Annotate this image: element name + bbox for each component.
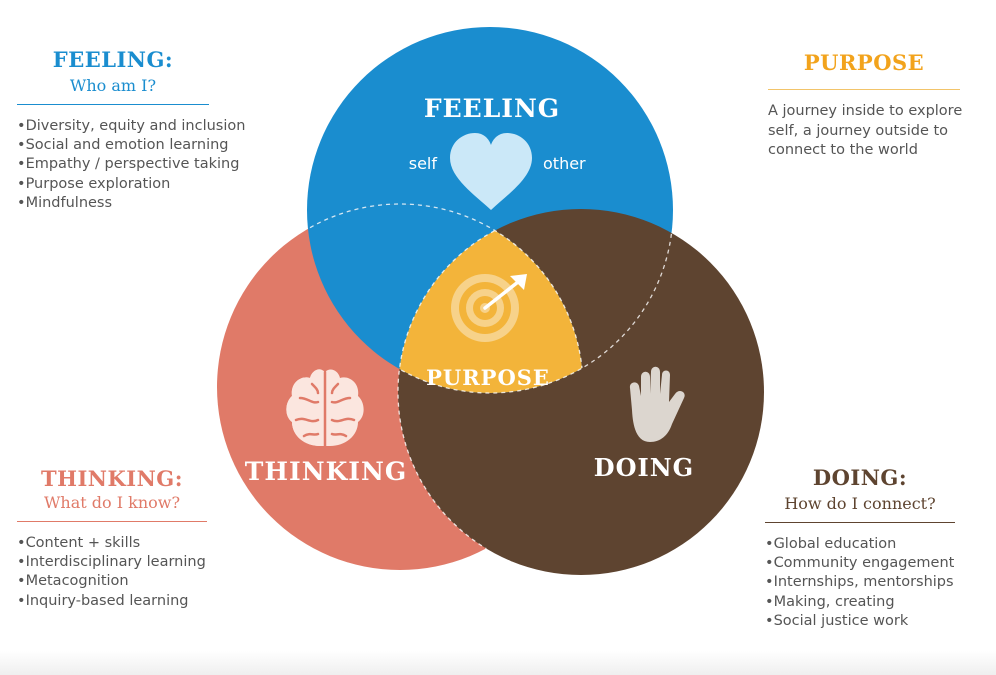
thinking-panel-divider <box>17 521 207 522</box>
doing-panel-divider <box>765 522 955 523</box>
brain-icon <box>286 369 364 448</box>
list-item: Social justice work <box>765 612 955 631</box>
doing-panel: DOING: How do I connect? Global educatio… <box>765 465 955 631</box>
list-item: Internships, mentorships <box>765 573 955 592</box>
feeling-panel-title: FEELING: <box>52 47 174 72</box>
thinking-circle-label: THINKING <box>245 457 407 486</box>
purpose-panel-divider <box>768 89 960 90</box>
list-item: Global education <box>765 535 955 554</box>
target-arrow-icon <box>451 274 527 342</box>
heart-icon <box>450 133 532 210</box>
list-item: Content + skills <box>17 534 207 553</box>
purpose-center-label: PURPOSE <box>426 365 550 390</box>
doing-panel-list: Global education Community engagement In… <box>765 535 955 631</box>
purpose-panel-description: A journey inside to explore self, a jour… <box>768 103 963 158</box>
list-item: Interdisciplinary learning <box>17 553 207 572</box>
page-background <box>0 651 996 675</box>
feeling-panel-list: Diversity, equity and inclusion Social a… <box>17 117 246 213</box>
doing-panel-subtitle: How do I connect? <box>784 494 936 513</box>
list-item: Empathy / perspective taking <box>17 155 240 174</box>
feeling-panel: FEELING: Who am I? Diversity, equity and… <box>17 47 246 213</box>
list-item: Diversity, equity and inclusion <box>17 117 246 136</box>
list-item: Community engagement <box>765 554 955 573</box>
feeling-panel-subtitle: Who am I? <box>69 76 157 95</box>
purpose-panel: PURPOSE A journey inside to explore self… <box>768 50 962 161</box>
list-item: Making, creating <box>765 593 955 612</box>
feeling-circle-label: FEELING <box>424 94 560 123</box>
doing-circle-label: DOING <box>594 453 694 482</box>
list-item: Inquiry-based learning <box>17 592 207 611</box>
list-item: Metacognition <box>17 572 207 591</box>
thinking-panel-list: Content + skills Interdisciplinary learn… <box>17 534 207 611</box>
purpose-panel-title: PURPOSE <box>803 50 925 75</box>
doing-panel-title: DOING: <box>812 465 908 490</box>
hand-icon <box>629 366 685 442</box>
other-label: other <box>543 154 586 173</box>
list-item: Mindfulness <box>17 194 209 213</box>
thinking-panel-title: THINKING: <box>41 466 183 491</box>
thinking-panel: THINKING: What do I know? Content + skil… <box>17 466 207 611</box>
self-label: self <box>409 154 438 173</box>
feeling-panel-divider <box>17 104 209 105</box>
thinking-panel-subtitle: What do I know? <box>43 493 181 512</box>
list-item: Purpose exploration <box>17 175 209 194</box>
list-item: Social and emotion learning <box>17 136 229 155</box>
